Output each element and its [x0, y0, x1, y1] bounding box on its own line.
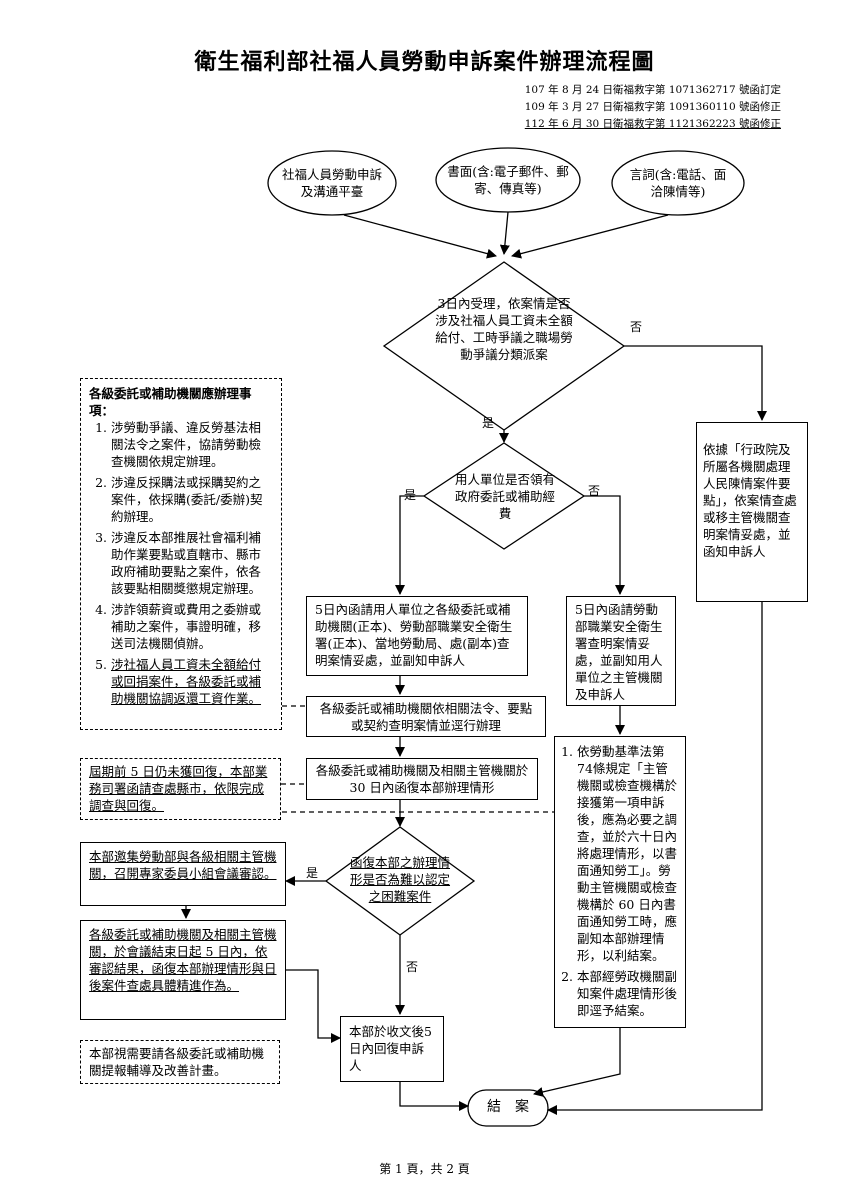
- label-no-2: 否: [588, 484, 601, 498]
- post-meeting-reply-text: 各級委託或補助機關及相關主管機關，於會議結束日起 5 日內，依審認結果，函復本部…: [89, 927, 277, 993]
- unfunded-notification-box: 5日內函請勞動部職業安全衛生署查明案情妥處，並副知用人單位之主管機關及申訴人: [566, 596, 676, 706]
- expert-meeting-text: 本部邀集勞動部與各級相關主管機關，召開專家委員小組會議審認。: [89, 849, 277, 881]
- agency-duties-list: 涉勞動爭議、違反勞基法相關法令之案件，協請勞動檢查機關依規定辦理。 涉違反採購法…: [89, 419, 273, 707]
- page-footer: 第 1 頁，共 2 頁: [379, 1162, 470, 1176]
- overdue-note: 屆期前 5 日仍未獲回復，本部業務司署函請查處縣市，依限完成調查與回復。: [80, 758, 281, 820]
- decision-2-text: 用人單位是否領有政府委託或補助經費: [454, 472, 555, 521]
- source-platform: 社福人員勞動申訴及溝通平臺: [281, 167, 382, 199]
- improvement-plan-note: 本部視需要請各級委託或補助機關提報輔導及改善計畫。: [80, 1040, 280, 1084]
- revision-3: 112 年 6 月 30 日衛福救字第 1121362223 號函修正: [524, 118, 781, 130]
- label-yes-2: 是: [404, 488, 417, 502]
- overdue-note-text: 屆期前 5 日仍未獲回復，本部業務司署函請查處縣市，依限完成調查與回復。: [89, 764, 268, 813]
- agency-handling-box: 各級委託或補助機關依相關法令、要點或契約查明案情並逕行辦理: [306, 696, 546, 737]
- labor-law-item-1: 依勞動基準法第74條規定「主管機關或檢查機構於接獲第一項申訴後，應為必要之調查，…: [577, 743, 679, 964]
- page-title: 衛生福利部社福人員勞動申訴案件辦理流程圖: [194, 49, 655, 75]
- agency-duties-note: 各級委託或補助機關應辦理事項： 涉勞動爭議、違反勞基法相關法令之案件，協請勞動檢…: [80, 378, 282, 730]
- source-platform-ellipse: [267, 150, 397, 216]
- agency-duty-4: 涉詐領薪資或費用之委辦或補助之案件，事證明確，移送司法機關偵辦。: [111, 601, 273, 652]
- expert-meeting-box: 本部邀集勞動部與各級相關主管機關，召開專家委員小組會議審認。: [80, 842, 286, 906]
- label-yes-1: 是: [482, 416, 495, 430]
- revision-1: 107 年 8 月 24 日衛福救字第 1071362717 號函訂定: [524, 84, 781, 96]
- end-terminator: [467, 1089, 549, 1127]
- petition-handling-box: 依據「行政院及所屬各機關處理人民陳情案件要點」，依案情查處或移主管機關查明案情妥…: [696, 422, 808, 602]
- agency-duty-3: 涉違反本部推展社會福利補助作業要點或直轄市、縣市政府補助要點之案件，依各該要點相…: [111, 529, 273, 597]
- agency-duty-1: 涉勞動爭議、違反勞基法相關法令之案件，協請勞動檢查機關依規定辦理。: [111, 419, 273, 470]
- labor-law-list: 依勞動基準法第74條規定「主管機關或檢查機構於接獲第一項申訴後，應為必要之調查，…: [561, 743, 679, 1019]
- post-meeting-reply-box: 各級委託或補助機關及相關主管機關，於會議結束日起 5 日內，依審認結果，函復本部…: [80, 920, 286, 1020]
- agency-duties-title: 各級委託或補助機關應辦理事項：: [89, 386, 252, 418]
- agency-duty-2: 涉違反採購法或採購契約之案件，依採購(委託/委辦)契約辦理。: [111, 474, 273, 525]
- funded-notification-box: 5日內函請用人單位之各級委託或補助機關(正本)、勞動部職業安全衛生署(正本)、當…: [306, 596, 528, 676]
- decision-3-text: 函復本部之辦理情形是否為難以認定之困難案件: [350, 855, 451, 904]
- decision-1-text: 3日內受理，依案情是否涉及社福人員工資未全額給付、工時爭議之職場勞動爭議分類派案: [435, 296, 573, 362]
- labor-law-box: 依勞動基準法第74條規定「主管機關或檢查機構於接獲第一項申訴後，應為必要之調查，…: [554, 736, 686, 1028]
- reply-30-days-box: 各級委託或補助機關及相關主管機關於 30 日內函復本部辦理情形: [306, 758, 538, 800]
- reply-5-days-box: 本部於收文後5日內回復申訴人: [340, 1016, 444, 1082]
- label-yes-3: 是: [306, 866, 319, 880]
- source-verbal: 言詞(含:電話、面洽陳情等): [629, 167, 727, 199]
- decision-2-diamond: [422, 442, 586, 550]
- agency-duty-5: 涉社福人員工資未全額給付或回捐案件，各級委託或補助機關協調返還工資作業。: [111, 656, 273, 707]
- label-no-1: 否: [630, 320, 643, 334]
- label-no-3: 否: [406, 960, 419, 974]
- end-label: 結 案: [487, 1099, 529, 1115]
- source-verbal-ellipse: [611, 150, 745, 216]
- revision-2: 109 年 3 月 27 日衛福救字第 1091360110 號函修正: [524, 101, 781, 113]
- source-written: 書面(含:電子郵件、郵寄、傳真等): [447, 164, 569, 196]
- labor-law-item-2: 本部經勞政機關副知案件處理情形後即逕予結案。: [577, 968, 679, 1019]
